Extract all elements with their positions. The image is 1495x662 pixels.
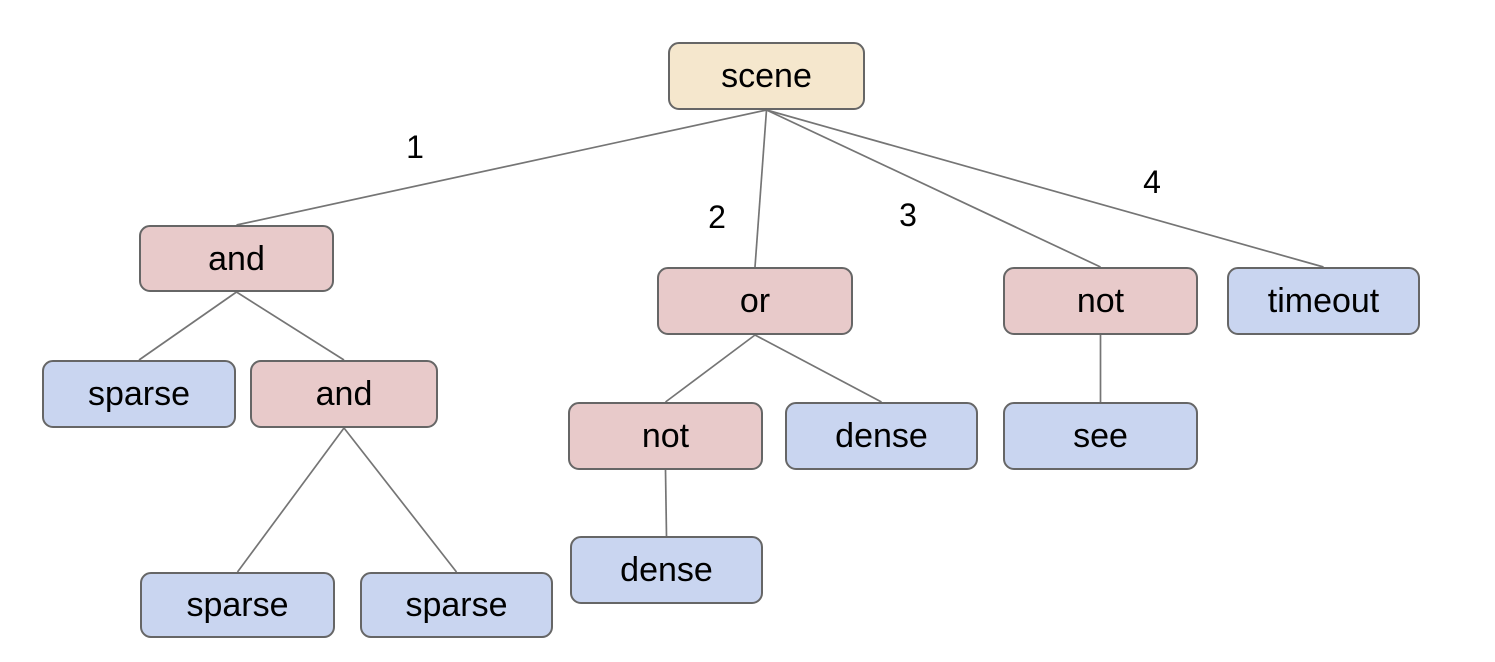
node-sparse2: sparse xyxy=(140,572,335,638)
edge-or1-not2 xyxy=(664,334,756,403)
node-sparse3: sparse xyxy=(360,572,553,638)
edge-label-3: 3 xyxy=(899,197,917,233)
node-see: see xyxy=(1003,402,1198,470)
node-or1: or xyxy=(657,267,853,335)
node-and1: and xyxy=(139,225,334,292)
node-dense2: dense xyxy=(570,536,763,604)
node-scene: scene xyxy=(668,42,865,110)
edge-label-4: 4 xyxy=(1143,164,1161,200)
node-sparse1: sparse xyxy=(42,360,236,428)
node-and2: and xyxy=(250,360,438,428)
edge-scene-and1 xyxy=(236,109,767,226)
edge-and2-sparse3 xyxy=(343,427,458,573)
node-dense1: dense xyxy=(785,402,978,470)
edge-scene-or1 xyxy=(754,109,768,268)
edge-or1-dense1 xyxy=(754,334,882,403)
node-not2: not xyxy=(568,402,763,470)
edge-label-1: 1 xyxy=(406,129,424,165)
edge-scene-not1 xyxy=(766,109,1101,268)
edge-and1-and2 xyxy=(236,291,345,361)
edge-scene-timeout xyxy=(766,109,1324,268)
node-not1: not xyxy=(1003,267,1198,335)
node-timeout: timeout xyxy=(1227,267,1420,335)
edge-and2-sparse2 xyxy=(236,427,345,573)
edge-not2-dense2 xyxy=(664,469,668,537)
edge-and1-sparse1 xyxy=(138,291,237,361)
edge-label-2: 2 xyxy=(708,199,726,235)
